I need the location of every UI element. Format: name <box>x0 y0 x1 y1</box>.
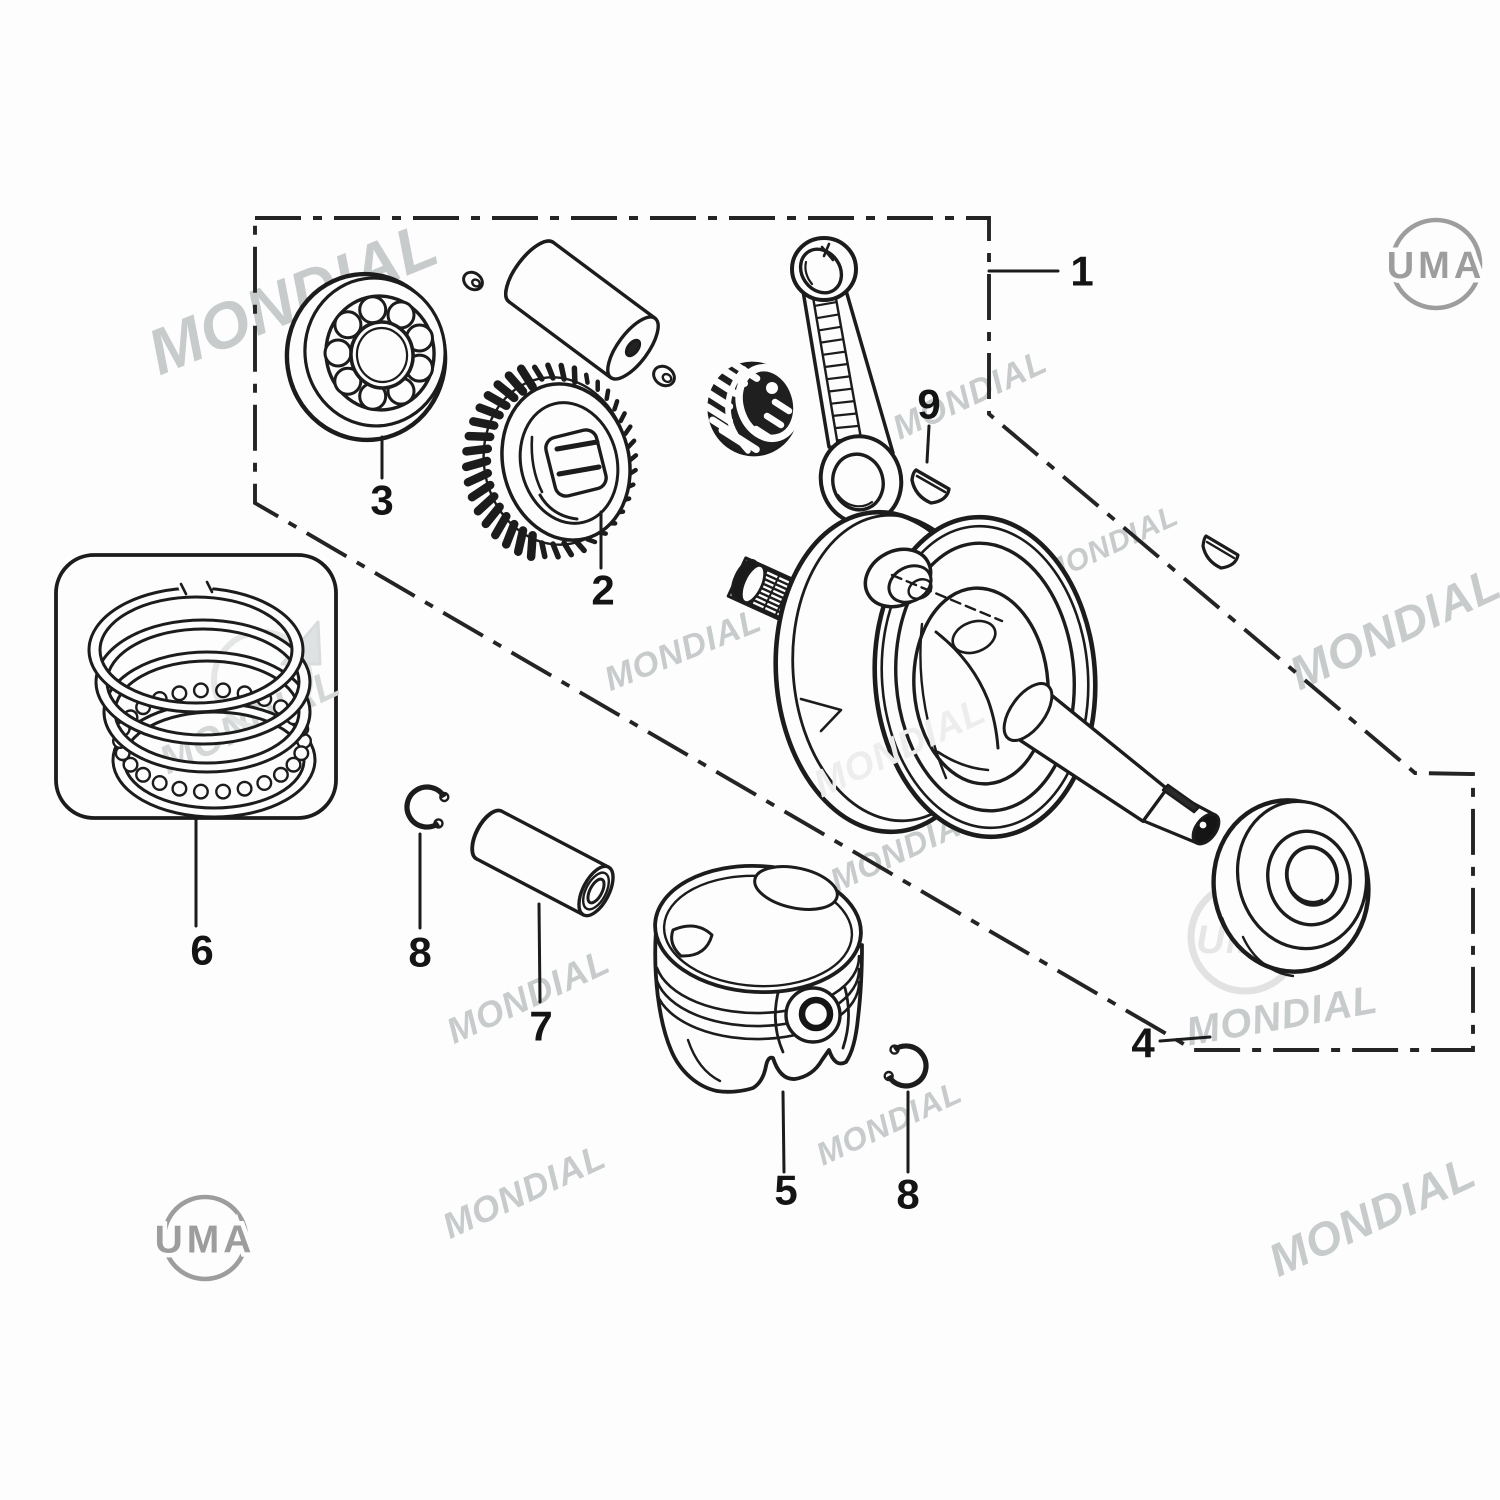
svg-text:UMA: UMA <box>1387 245 1486 287</box>
svg-text:4: 4 <box>1131 1020 1155 1067</box>
svg-text:9: 9 <box>917 381 940 428</box>
svg-text:5: 5 <box>774 1167 797 1214</box>
svg-text:7: 7 <box>529 1003 552 1050</box>
svg-text:8: 8 <box>896 1171 919 1218</box>
svg-text:1: 1 <box>1070 248 1093 295</box>
svg-text:6: 6 <box>190 927 213 974</box>
svg-text:UMA: UMA <box>155 1219 256 1262</box>
svg-text:2: 2 <box>591 567 614 614</box>
svg-text:8: 8 <box>408 929 431 976</box>
svg-text:3: 3 <box>370 477 393 524</box>
